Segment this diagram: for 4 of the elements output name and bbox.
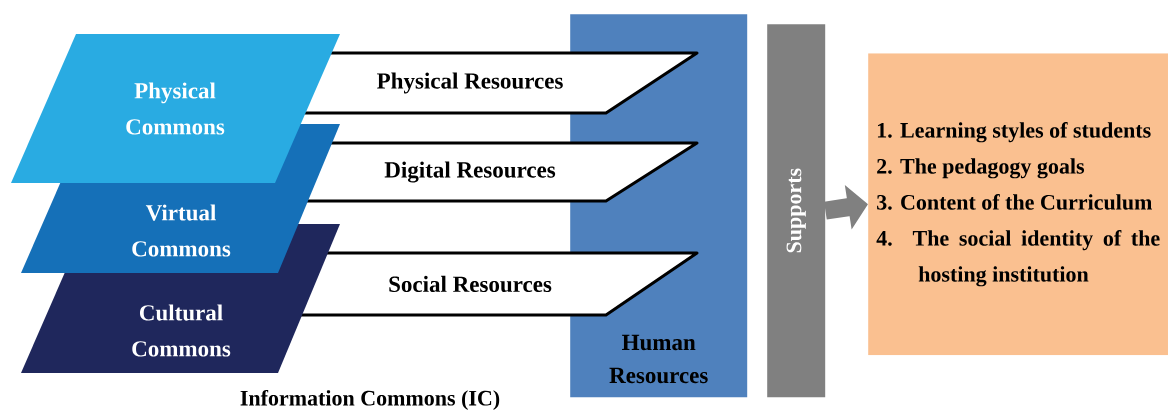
list-box: 1. Learning styles of students 2. The pedagogy goals 3. Content of the Curriculum 4. The social identity of the hosting institution: [868, 53, 1168, 356]
commons-layer: Physical Commons: [11, 34, 340, 183]
supports-bar: Supports: [767, 24, 826, 398]
caption: Information Commons (IC): [240, 389, 500, 411]
